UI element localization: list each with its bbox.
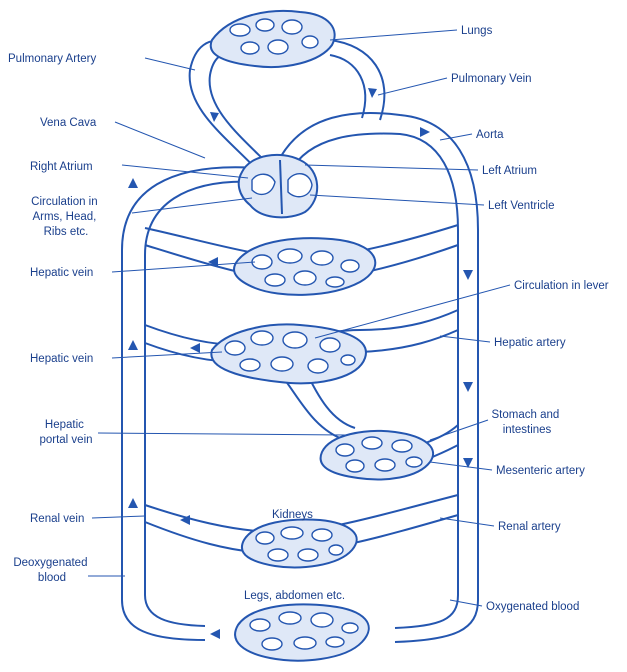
label-pulmonary-artery: Pulmonary Artery (8, 53, 96, 65)
arrow-aorta-right (420, 127, 430, 137)
left-vessel-outer (121, 166, 259, 641)
label-renal-vein: Renal vein (30, 513, 84, 525)
arms-capillary-bed (233, 237, 377, 296)
arrow-liver-left (190, 343, 200, 353)
label-mesenteric-artery: Mesenteric artery (496, 465, 585, 477)
capillary-beds (209, 9, 435, 662)
label-stomach-intestines: Stomach and intestines (492, 409, 563, 436)
label-lungs: Lungs (461, 25, 493, 37)
arrow-right-down-1 (463, 270, 473, 280)
kidney-capillary-bed (241, 518, 358, 569)
label-oxygenated-blood: Oxygenated blood (486, 601, 579, 613)
label-circulation-lever: Circulation in lever (514, 280, 609, 292)
label-left-atrium: Left Atrium (482, 165, 537, 177)
label-pulmonary-vein: Pulmonary Vein (451, 73, 532, 85)
arrow-left-up-2 (128, 340, 138, 350)
liver-capillary-bed (210, 323, 367, 385)
label-hepatic-portal-vein: Hepatic portal vein (39, 419, 92, 446)
label-vena-cava: Vena Cava (40, 117, 97, 129)
label-hepatic-vein-1: Hepatic vein (30, 267, 93, 279)
arrow-legs-left (210, 629, 220, 639)
portal-vein-branch (284, 379, 346, 441)
pulmonary-vein-vessel (329, 39, 386, 121)
label-renal-artery: Renal artery (498, 521, 561, 533)
right-vessel-outer (274, 111, 479, 643)
left-vessel-inner (144, 180, 259, 627)
label-hepatic-vein-2: Hepatic vein (30, 353, 93, 365)
label-right-atrium: Right Atrium (30, 161, 93, 173)
arrow-left-up-1 (128, 178, 138, 188)
heart (237, 153, 319, 219)
leader-lines (88, 29, 511, 607)
label-hepatic-artery: Hepatic artery (494, 337, 566, 349)
pulmonary-vein-vessel-inner (329, 54, 367, 119)
pulmonary-artery-vessel (188, 40, 263, 176)
label-legs-abdomen: Legs, abdomen etc. (244, 590, 345, 602)
lungs-capillary-bed (209, 9, 336, 68)
legs-capillary-bed (234, 603, 370, 662)
arrow-pulmonary-artery-up (210, 112, 219, 122)
label-circulation-arms: Circulation in Arms, Head, Ribs etc. (31, 196, 101, 238)
intestine-capillary-bed (319, 429, 435, 481)
label-aorta: Aorta (476, 129, 504, 141)
label-deoxygenated-blood: Deoxygenated blood (13, 557, 90, 584)
arrow-right-down-2 (463, 382, 473, 392)
labels: Lungs Pulmonary Artery Pulmonary Vein Ve… (8, 25, 609, 613)
arrow-left-up-3 (128, 498, 138, 508)
arrow-pulmonary-vein-down (368, 88, 377, 98)
arrow-kidney-left (180, 515, 190, 525)
right-vessel-inner (289, 132, 459, 629)
hepatic-artery-branch (359, 329, 459, 353)
label-left-ventricle: Left Ventricle (488, 200, 554, 212)
label-kidneys: Kidneys (272, 509, 313, 521)
arrow-right-down-3 (463, 458, 473, 468)
